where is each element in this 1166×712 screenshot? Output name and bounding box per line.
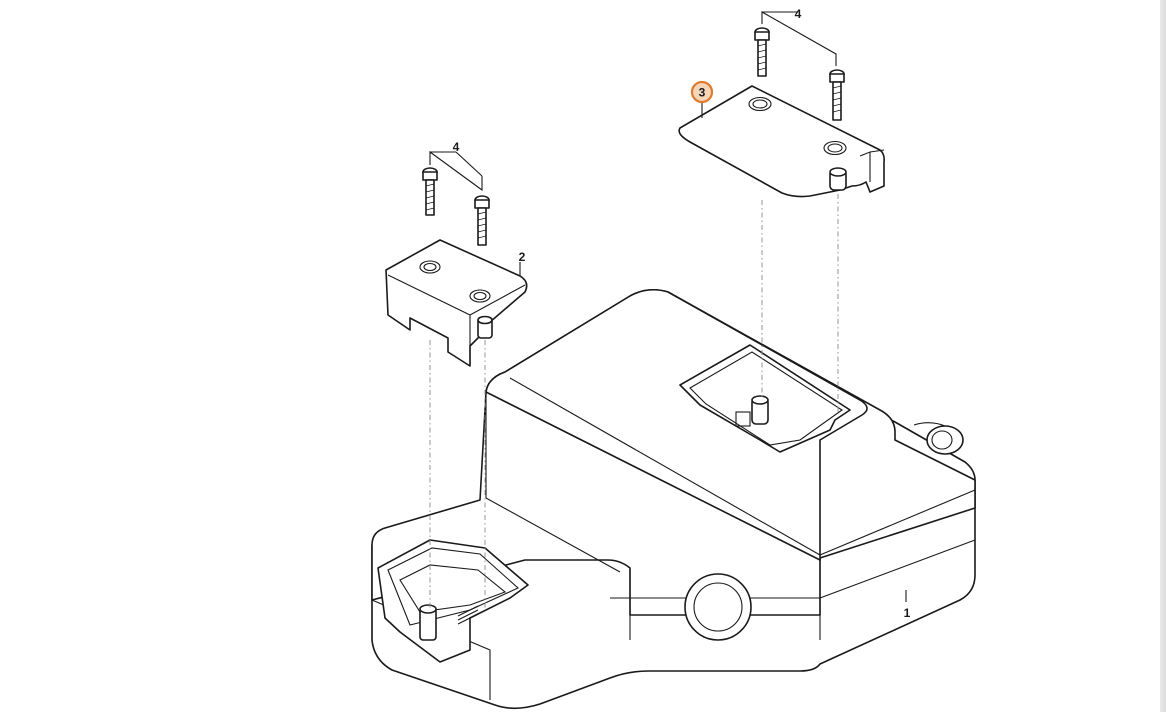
callout-4-right: 4 [761, 7, 837, 66]
callout-3-highlighted[interactable]: 3 [690, 80, 714, 118]
bracket-part-2[interactable] [385, 239, 528, 367]
callout-4-left: 4 [429, 140, 483, 192]
callout-label-1: 1 [904, 606, 911, 620]
callout-label-2: 2 [519, 250, 526, 264]
cover-plate-part-3[interactable] [678, 85, 885, 198]
screw[interactable] [422, 167, 438, 216]
callout-2: 2 [519, 250, 526, 276]
callout-label-3: 3 [699, 86, 706, 100]
callout-1: 1 [904, 590, 911, 620]
screw[interactable] [474, 195, 490, 246]
housing-part-1[interactable] [371, 288, 976, 710]
callout-label-4-right: 4 [795, 7, 802, 21]
screw-set-right-part-4[interactable] [754, 27, 845, 121]
assembly-lines [429, 194, 839, 610]
callout-label-4-left: 4 [453, 140, 460, 154]
screw-set-left-part-4[interactable] [422, 167, 490, 246]
screw[interactable] [829, 69, 845, 121]
window-edge [1160, 0, 1166, 712]
screw[interactable] [754, 27, 770, 77]
